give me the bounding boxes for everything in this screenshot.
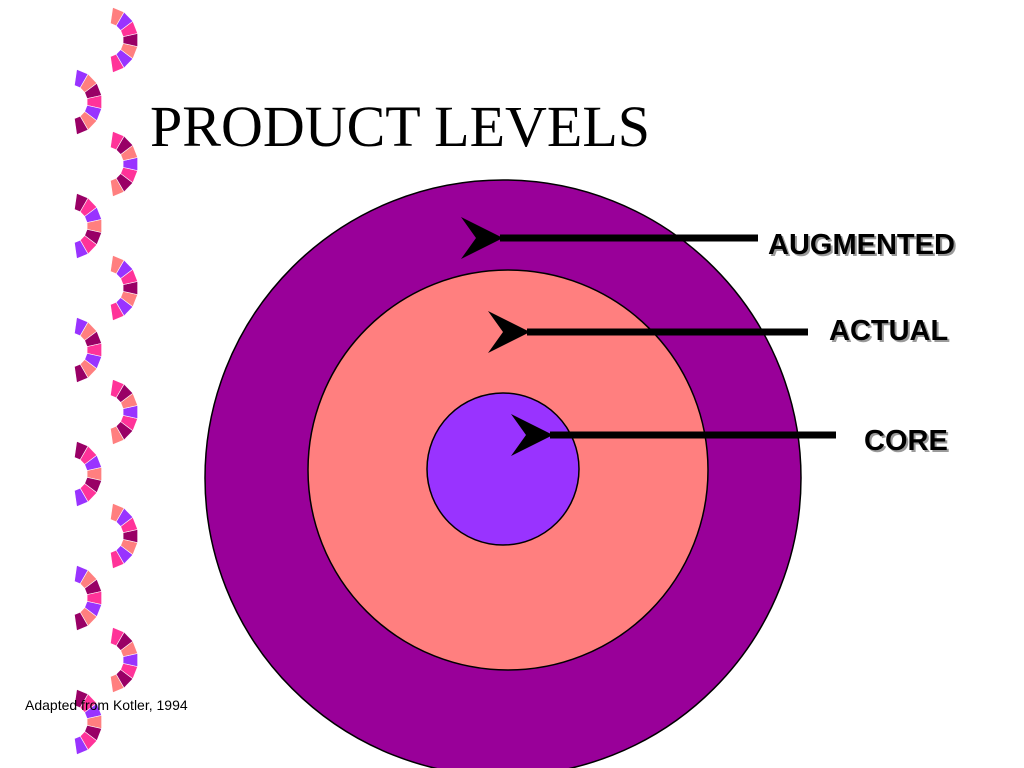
ribbon-fan-icon [74, 440, 103, 508]
ribbon-fan-icon [110, 130, 139, 198]
ribbon-fan-icon [110, 626, 139, 694]
core-label: CORE [864, 425, 948, 457]
ribbon-fan-icon [74, 68, 103, 136]
core-circle [426, 392, 580, 546]
ribbon-fan-icon [74, 688, 103, 756]
actual-label: ACTUAL [829, 315, 949, 347]
ribbon-fan-icon [110, 6, 139, 74]
augmented-label: AUGMENTED [768, 229, 955, 261]
ribbon-fan-icon [74, 564, 103, 632]
ribbon-fan-icon [110, 254, 139, 322]
ribbon-fan-icon [110, 502, 139, 570]
ribbon-fan-icon [110, 378, 139, 446]
ribbon-fan-icon [74, 316, 103, 384]
ribbon-fan-icon [74, 192, 103, 260]
slide-title: PRODUCT LEVELS [150, 94, 651, 159]
decorative-ribbon-border [74, 6, 139, 756]
source-citation: Adapted from Kotler, 1994 [25, 697, 188, 713]
